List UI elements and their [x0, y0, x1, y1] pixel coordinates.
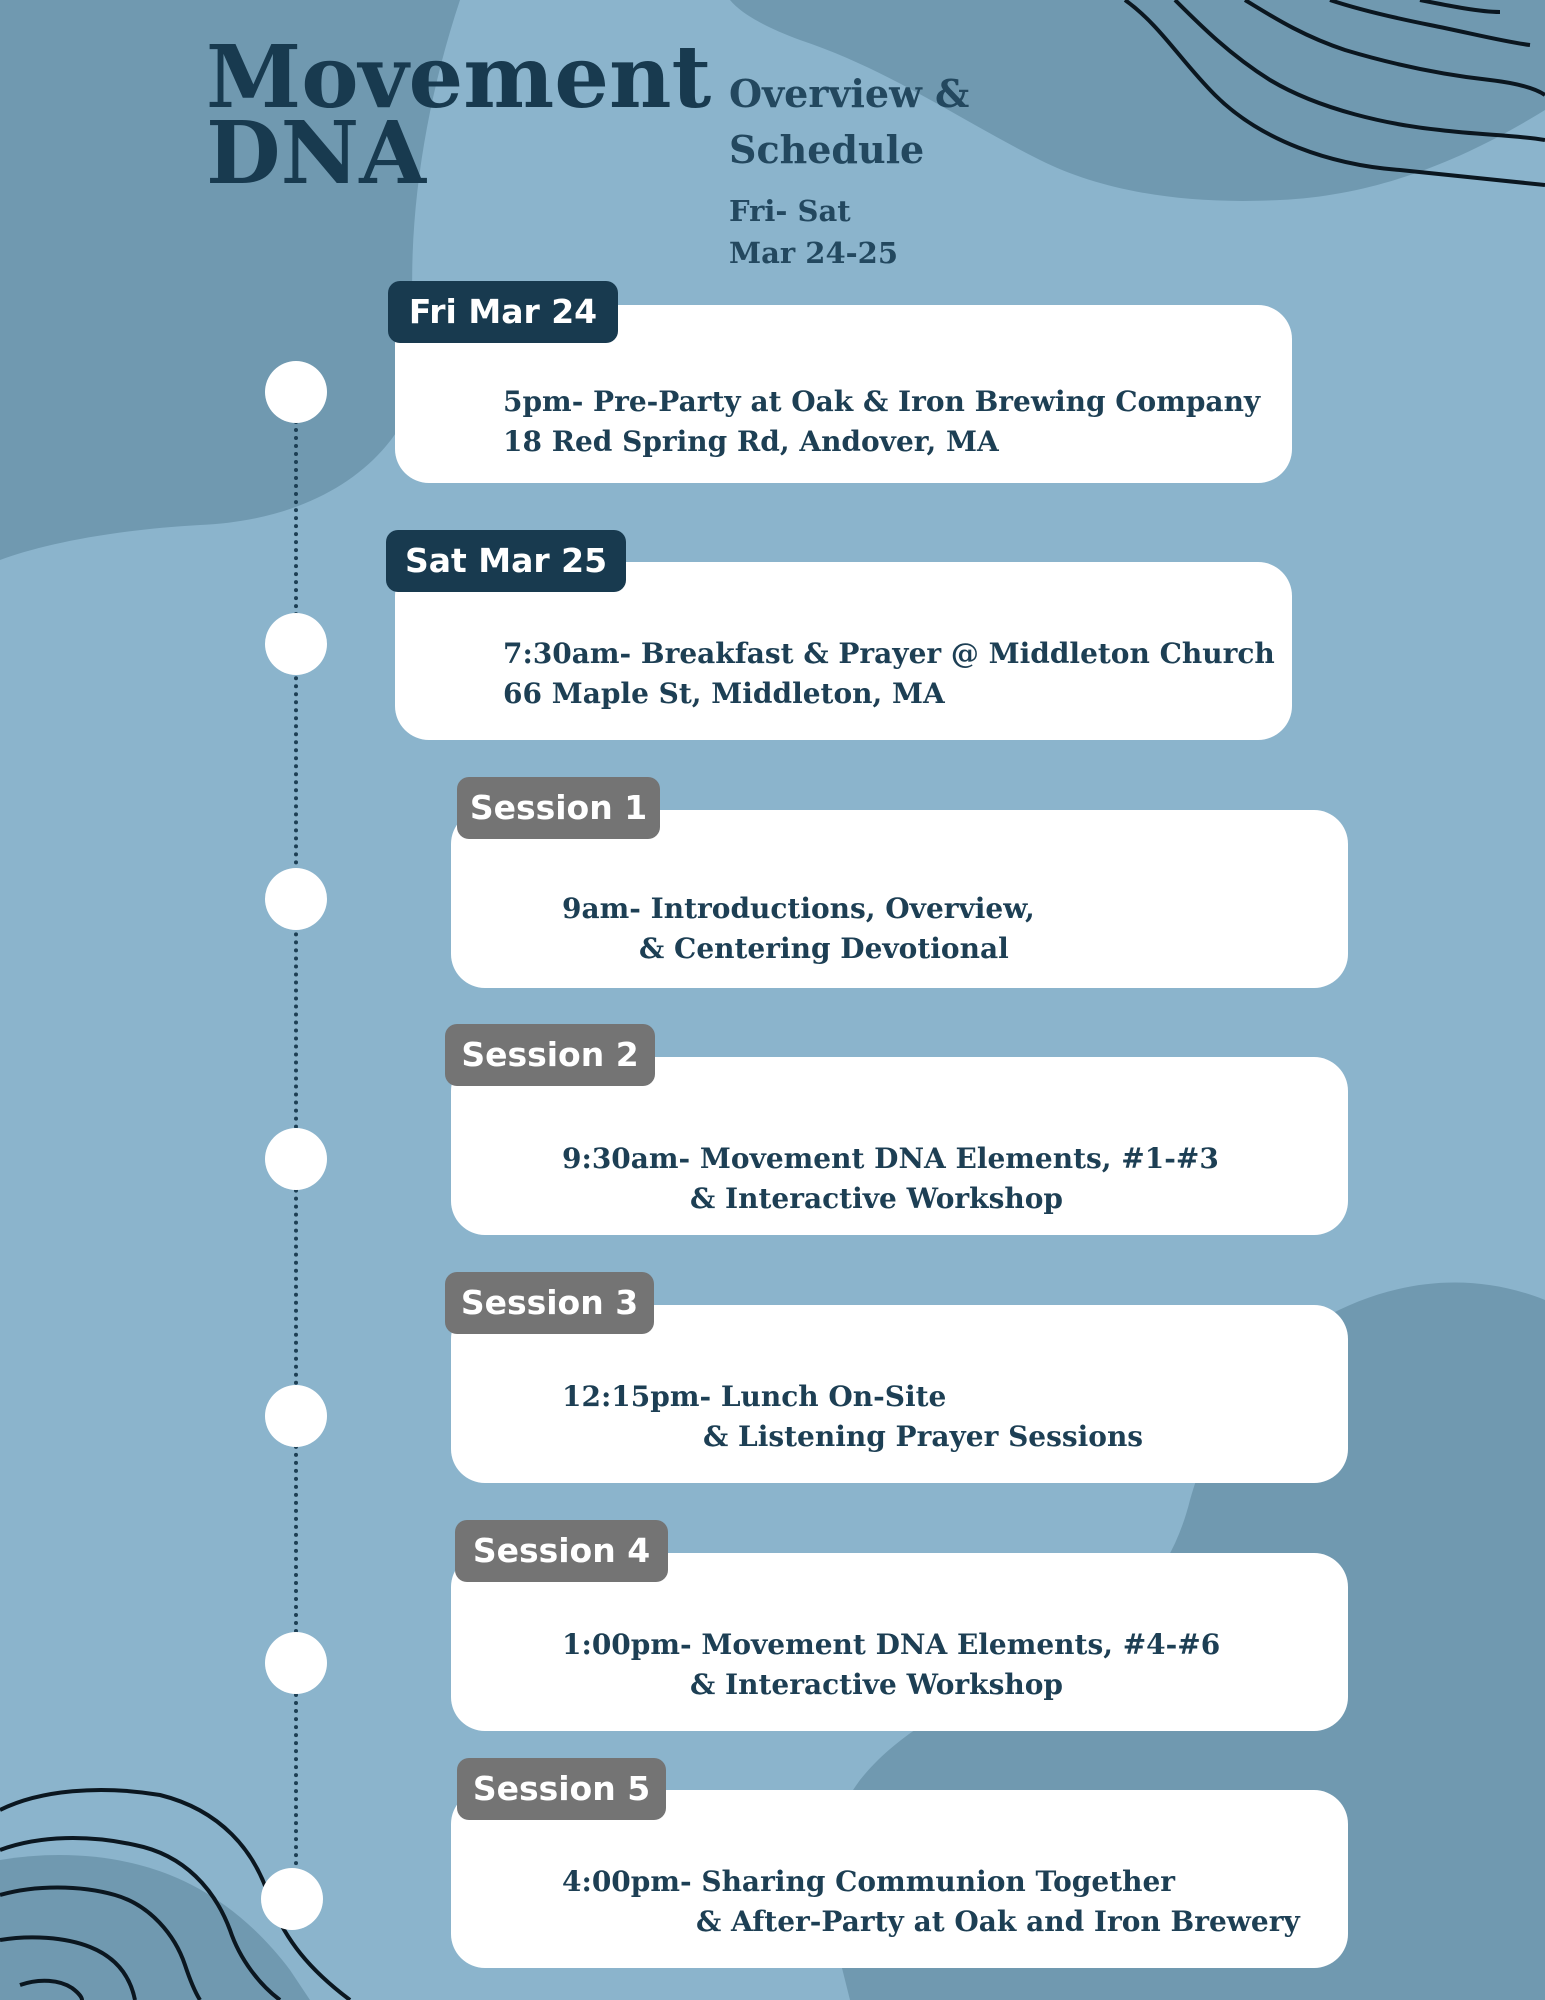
schedule-line-1: 7:30am- Breakfast & Prayer @ Middleton C… [503, 637, 1275, 670]
event-dates: Fri- Sat Mar 24-25 [729, 190, 898, 274]
timeline-dot [261, 1868, 323, 1930]
timeline-dot [265, 613, 327, 675]
dates-line-2: Mar 24-25 [729, 236, 899, 270]
schedule-card: 12:15pm- Lunch On-Site & Listening Praye… [451, 1305, 1348, 1483]
schedule-card: 9:30am- Movement DNA Elements, #1-#3 & I… [451, 1057, 1348, 1235]
timeline-dot [265, 361, 327, 423]
session-tag: Session 2 [445, 1024, 655, 1086]
schedule-line-2: & After-Party at Oak and Iron Brewery [696, 1905, 1300, 1938]
bottom-left-blob [0, 1855, 310, 2000]
schedule-line-2: & Interactive Workshop [690, 1182, 1063, 1215]
schedule-card: 4:00pm- Sharing Communion Together & Aft… [451, 1790, 1348, 1968]
schedule-line-2: 18 Red Spring Rd, Andover, MA [503, 425, 999, 458]
title-line-1: Movement [206, 27, 712, 128]
schedule-line-1: 1:00pm- Movement DNA Elements, #4-#6 [562, 1628, 1221, 1661]
timeline-dot [265, 1385, 327, 1447]
session-tag: Session 1 [457, 777, 660, 839]
day-tag: Fri Mar 24 [388, 281, 618, 343]
schedule-line-1: 9:30am- Movement DNA Elements, #1-#3 [562, 1142, 1219, 1175]
schedule-line-2: & Listening Prayer Sessions [703, 1420, 1144, 1453]
schedule-card: 9am- Introductions, Overview, & Centerin… [451, 810, 1348, 988]
day-tag: Sat Mar 25 [386, 530, 626, 592]
subtitle-line-2: Schedule [729, 127, 925, 172]
page-subtitle: Overview & Schedule [729, 66, 969, 178]
schedule-line-1: 9am- Introductions, Overview, [562, 892, 1035, 925]
title-line-2: DNA [206, 103, 426, 204]
schedule-line-2: & Centering Devotional [639, 932, 1009, 965]
session-tag: Session 4 [455, 1520, 668, 1582]
schedule-line-2: & Interactive Workshop [690, 1668, 1063, 1701]
timeline-dot [265, 1128, 327, 1190]
schedule-card: 1:00pm- Movement DNA Elements, #4-#6 & I… [451, 1553, 1348, 1731]
session-tag: Session 3 [445, 1272, 654, 1334]
schedule-line-1: 4:00pm- Sharing Communion Together [562, 1865, 1176, 1898]
session-tag: Session 5 [457, 1758, 666, 1820]
schedule-line-2: 66 Maple St, Middleton, MA [503, 677, 945, 710]
top-left-blob [0, 0, 460, 560]
subtitle-line-1: Overview & [729, 71, 970, 116]
bottom-left-contour-lines [0, 1788, 352, 2000]
page-title: Movement DNA [206, 27, 712, 204]
timeline-dot [265, 868, 327, 930]
dates-line-1: Fri- Sat [729, 194, 851, 228]
top-right-contour-lines [1123, 0, 1545, 187]
schedule-line-1: 12:15pm- Lunch On-Site [562, 1380, 947, 1413]
schedule-line-1: 5pm- Pre-Party at Oak & Iron Brewing Com… [503, 385, 1261, 418]
schedule-card: 5pm- Pre-Party at Oak & Iron Brewing Com… [395, 305, 1292, 483]
timeline-dot [265, 1632, 327, 1694]
